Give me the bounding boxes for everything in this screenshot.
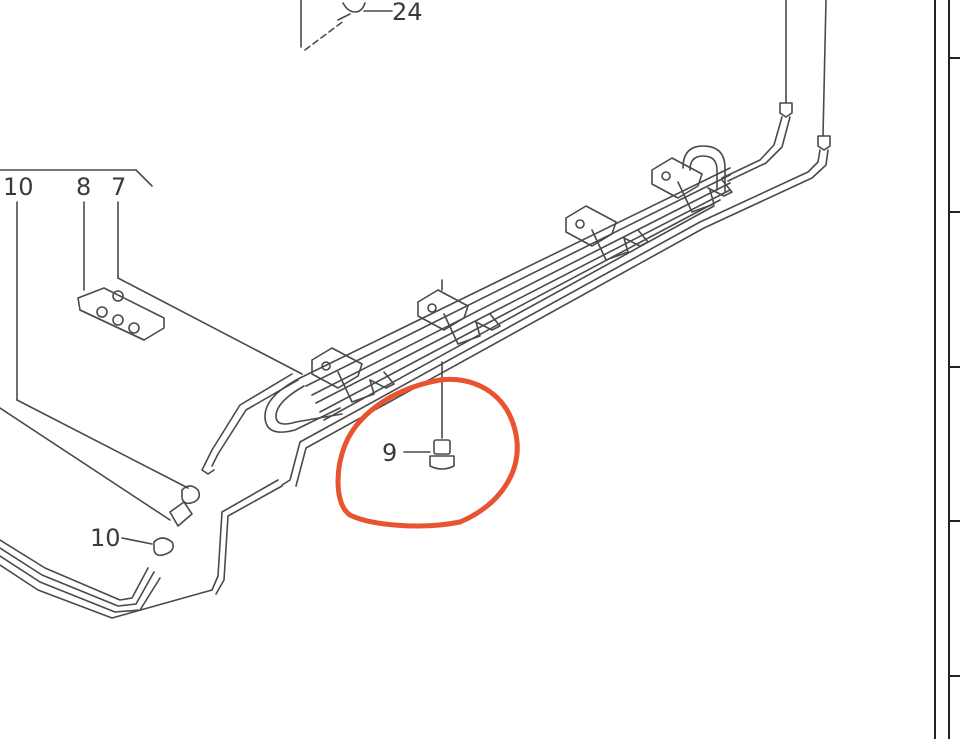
clip-1 (311, 347, 395, 403)
callout-bracket (0, 169, 303, 521)
callout-10-top: 10 (3, 173, 34, 201)
clip-4 (651, 157, 733, 213)
clip-3 (565, 205, 649, 261)
callout-24: 24 (392, 0, 423, 26)
right-pipes (281, 0, 831, 487)
callout-10-bottom: 10 (90, 524, 121, 552)
fittings (121, 461, 215, 557)
part-24-fastener (300, 0, 393, 51)
part-9-bolt (403, 439, 455, 470)
parts-table-frame (934, 0, 960, 739)
callout-8: 8 (76, 173, 92, 201)
pipe-bundle (205, 145, 731, 467)
clip-2 (417, 289, 501, 345)
lower-pipes (0, 479, 283, 619)
part-8-clip (77, 287, 165, 341)
callout-7: 7 (111, 173, 127, 201)
callout-9: 9 (382, 439, 398, 467)
highlight-circle (335, 376, 520, 529)
